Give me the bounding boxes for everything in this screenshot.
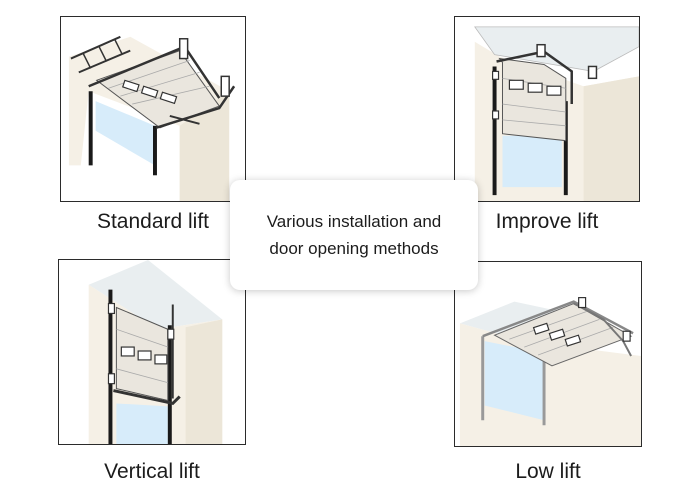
vertical-lift-panel [58, 259, 246, 445]
center-text-line1: Various installation and [266, 212, 442, 231]
standard-lift-illustration [61, 17, 245, 201]
improve-lift-panel [454, 16, 640, 202]
low-lift-panel [454, 261, 642, 447]
improve-lift-illustration [474, 17, 639, 201]
standard-lift-caption: Standard lift [96, 210, 210, 233]
standard-lift-panel [60, 16, 246, 202]
vertical-lift-caption: Vertical lift [104, 460, 200, 483]
center-text-line2: door opening methods [269, 239, 439, 258]
center-info-card: Various installation and door opening me… [230, 180, 478, 290]
low-lift-illustration [455, 296, 641, 446]
low-lift-caption: Low lift [515, 460, 581, 483]
improve-lift-caption: Improve lift [495, 210, 599, 233]
vertical-lift-illustration [88, 260, 223, 444]
